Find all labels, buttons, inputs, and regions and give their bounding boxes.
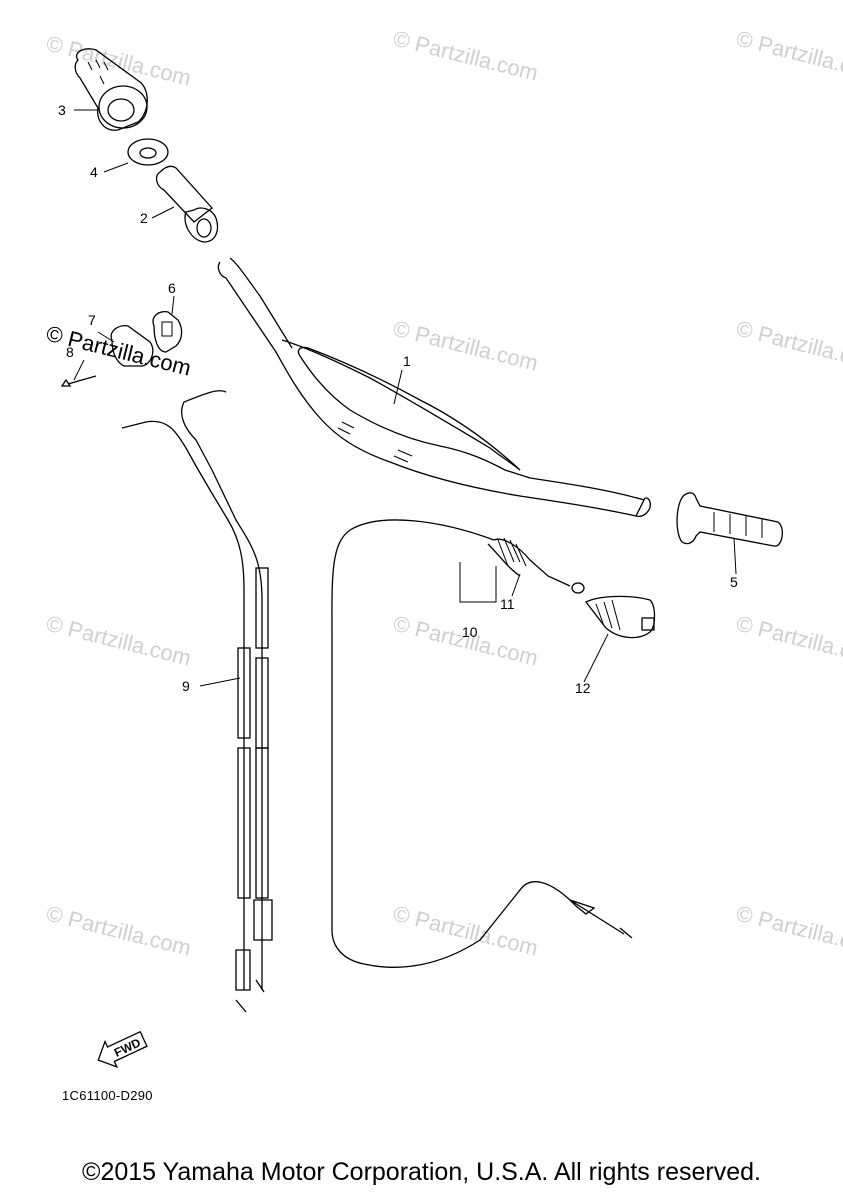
part-labels: 3 4 2 6 7 8 1 5 9 11 10 12 — [58, 102, 738, 696]
diagram-code: 1C61100-D290 — [62, 1088, 153, 1103]
watermark: © Partzilla.com — [734, 901, 843, 961]
part-label-4: 4 — [90, 164, 98, 180]
watermark: © Partzilla.com — [391, 901, 541, 961]
watermarks: © Partzilla.com © Partzilla.com © Partzi… — [44, 26, 843, 961]
throttle-cables-drawing — [121, 390, 273, 1013]
watermark: © Partzilla.com — [44, 31, 194, 91]
part-label-1: 1 — [403, 353, 411, 369]
part-label-2: 2 — [140, 210, 148, 226]
part-label-10: 10 — [462, 624, 478, 640]
part-label-11: 11 — [500, 596, 515, 612]
part-label-12: 12 — [575, 680, 591, 696]
watermark: © Partzilla.com — [734, 611, 843, 671]
watermark: © Partzilla.com — [734, 26, 843, 86]
leader-lines — [73, 109, 737, 687]
part-label-7: 7 — [88, 312, 96, 328]
part-label-8: 8 — [66, 344, 74, 360]
handlebar-drawing — [217, 257, 651, 517]
watermark: © Partzilla.com — [734, 316, 843, 376]
fwd-arrow-icon: FWD — [97, 1030, 148, 1069]
part-label-6: 6 — [168, 280, 176, 296]
part-label-5: 5 — [730, 574, 738, 590]
part-label-9: 9 — [182, 678, 190, 694]
holders-drawing — [60, 310, 183, 387]
right-grip-drawing — [676, 492, 784, 547]
part-label-3: 3 — [58, 102, 66, 118]
throttle-tube-drawing — [155, 165, 219, 243]
fwd-label: FWD — [112, 1035, 143, 1059]
left-grip-drawing — [74, 48, 148, 131]
copyright-text: ©2015 Yamaha Motor Corporation, U.S.A. A… — [82, 1158, 761, 1186]
watermark: © Partzilla.com — [44, 611, 194, 671]
watermark: © Partzilla.com — [44, 901, 194, 961]
watermark: © Partzilla.com — [391, 316, 541, 376]
washer-drawing — [127, 138, 169, 166]
clutch-cable-drawing — [331, 519, 656, 968]
watermark: © Partzilla.com — [391, 26, 541, 86]
watermark: © Partzilla.com — [391, 611, 541, 671]
